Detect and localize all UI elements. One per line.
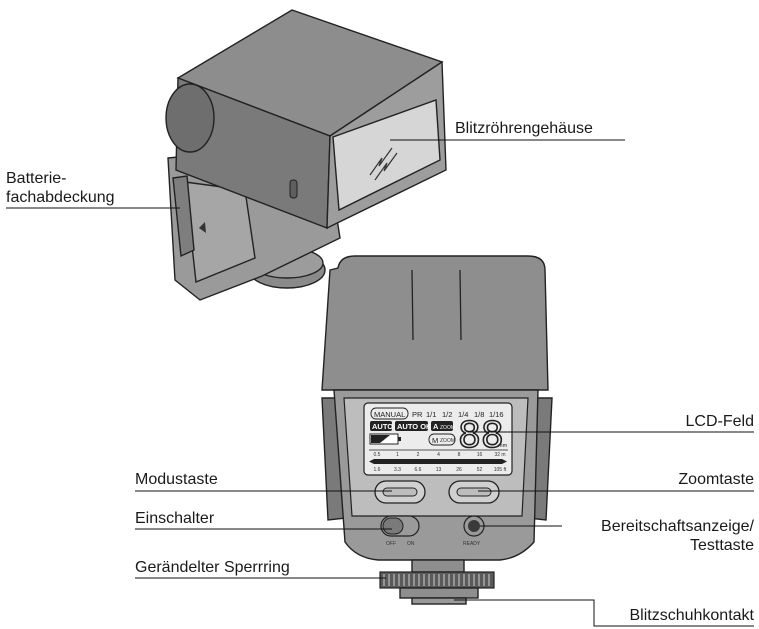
flash-front-view: MANUAL PR 1/1 1/2 1/4 1/8 1/16 AUTO AUTO… [321, 255, 553, 605]
lcd-feet-scale: 1.6 3.3 6.6 13 26 52 105 ft [374, 467, 507, 473]
callout-labels: Blitzröhrengehäuse Batterie- fachabdecku… [6, 120, 755, 624]
lcd-meter-tick: 0.5 [374, 452, 381, 458]
lcd-power-level: 1/16 [489, 410, 504, 419]
label-battery-cover-line2: fachabdeckung [6, 189, 115, 206]
lcd-feet-tick: 3.3 [394, 467, 401, 473]
power-switch-on-label: ON [407, 541, 415, 547]
front-head-groove-1 [411, 269, 414, 341]
label-ready-indicator-line1: Bereitschaftsanzeige/ [601, 518, 755, 535]
lcd-a-zoom-letter: A [433, 422, 439, 431]
label-ready-indicator-line2: Testtaste [690, 537, 754, 554]
lcd-m-zoom-frame [428, 433, 456, 446]
power-switch-knob [382, 517, 404, 535]
lcd-distance-bar [374, 459, 502, 464]
lcd-zoom-unit: mm [498, 443, 508, 449]
label-zoom-button: Zoomtaste [678, 471, 754, 488]
lcd-meter-tick: 1 [396, 452, 399, 458]
label-hot-shoe-contact: Blitzschuhkontakt [629, 607, 754, 624]
lcd-meter-scale: 0.5 1 2 4 8 16 32 m [374, 452, 506, 458]
front-head-groove-2 [459, 269, 462, 341]
knurled-lock-ring [379, 571, 495, 589]
front-neck [411, 559, 465, 573]
ready-indicator-label: READY [463, 541, 481, 547]
lcd-feet-tick: 26 [456, 467, 462, 473]
lcd-feet-tick: 105 ft [494, 467, 507, 473]
hot-shoe-plate [399, 587, 479, 599]
lcd-manual-label: MANUAL [374, 410, 405, 419]
lcd-battery-tip [398, 437, 401, 441]
lcd-meter-tick: 16 [477, 452, 483, 458]
lcd-a-zoom-word: ZOOM [440, 425, 455, 431]
lcd-m-zoom-letter: M [432, 436, 438, 445]
lcd-feet-tick: 6.6 [415, 467, 422, 473]
lcd-distance-right-arrow [502, 459, 507, 464]
battery-cover-recess [172, 175, 195, 258]
label-battery-cover-line1: Batterie- [6, 170, 66, 187]
lcd-feet-tick: 1.6 [374, 467, 381, 473]
lcd-feet-tick: 52 [477, 467, 483, 473]
lcd-battery-fill [371, 435, 390, 443]
lcd-power-level: PR [412, 410, 423, 419]
label-flash-head-housing: Blitzröhrengehäuse [455, 120, 593, 137]
label-lcd-panel: LCD-Feld [686, 413, 754, 430]
lcd-power-level: 1/8 [474, 410, 484, 419]
lcd-meter-tick: 32 m [494, 452, 505, 458]
lcd-manual-frame [370, 407, 409, 420]
lcd-distance-left-arrow [369, 459, 374, 464]
lcd-feet-tick: 13 [436, 467, 442, 473]
lcd-power-level: 1/4 [458, 410, 468, 419]
lcd-auto-ok-label: AUTO OK [397, 422, 432, 431]
flash-lightning-icon [369, 147, 393, 176]
head-tube-end [165, 83, 215, 153]
lcd-auto-label: AUTO [372, 422, 393, 431]
lcd-meter-tick: 4 [437, 452, 440, 458]
flash-side-view [165, 9, 447, 301]
lcd-power-level: 1/1 [426, 410, 436, 419]
zoom-button-inner [456, 487, 492, 497]
hot-shoe-contact [411, 597, 467, 605]
label-mode-button: Modustaste [135, 471, 218, 488]
lcd-auto-badge [370, 421, 392, 431]
lcd-meter-tick: 2 [417, 452, 420, 458]
power-switch-off-label: OFF [386, 541, 396, 547]
ready-test-button-core [468, 520, 480, 532]
front-head [321, 255, 549, 391]
label-knurled-lock-ring: Gerändelter Sperrring [135, 559, 290, 576]
battery-cover-arrow-icon [199, 222, 206, 233]
label-power-switch: Einschalter [135, 510, 215, 527]
head-side-slot [289, 179, 298, 199]
lcd-power-level: 1/2 [442, 410, 452, 419]
callout-lines [6, 139, 754, 627]
lcd-m-zoom-word: ZOOM [440, 438, 455, 444]
lcd-a-zoom-badge [431, 421, 453, 431]
mode-button-inner [382, 487, 418, 497]
lock-ring-knurl [383, 574, 490, 586]
flash-lightning-icon-2 [374, 152, 398, 181]
lcd-auto-ok-badge [395, 421, 428, 431]
leader-hot-shoe [454, 599, 754, 627]
lcd-meter-tick: 8 [458, 452, 461, 458]
